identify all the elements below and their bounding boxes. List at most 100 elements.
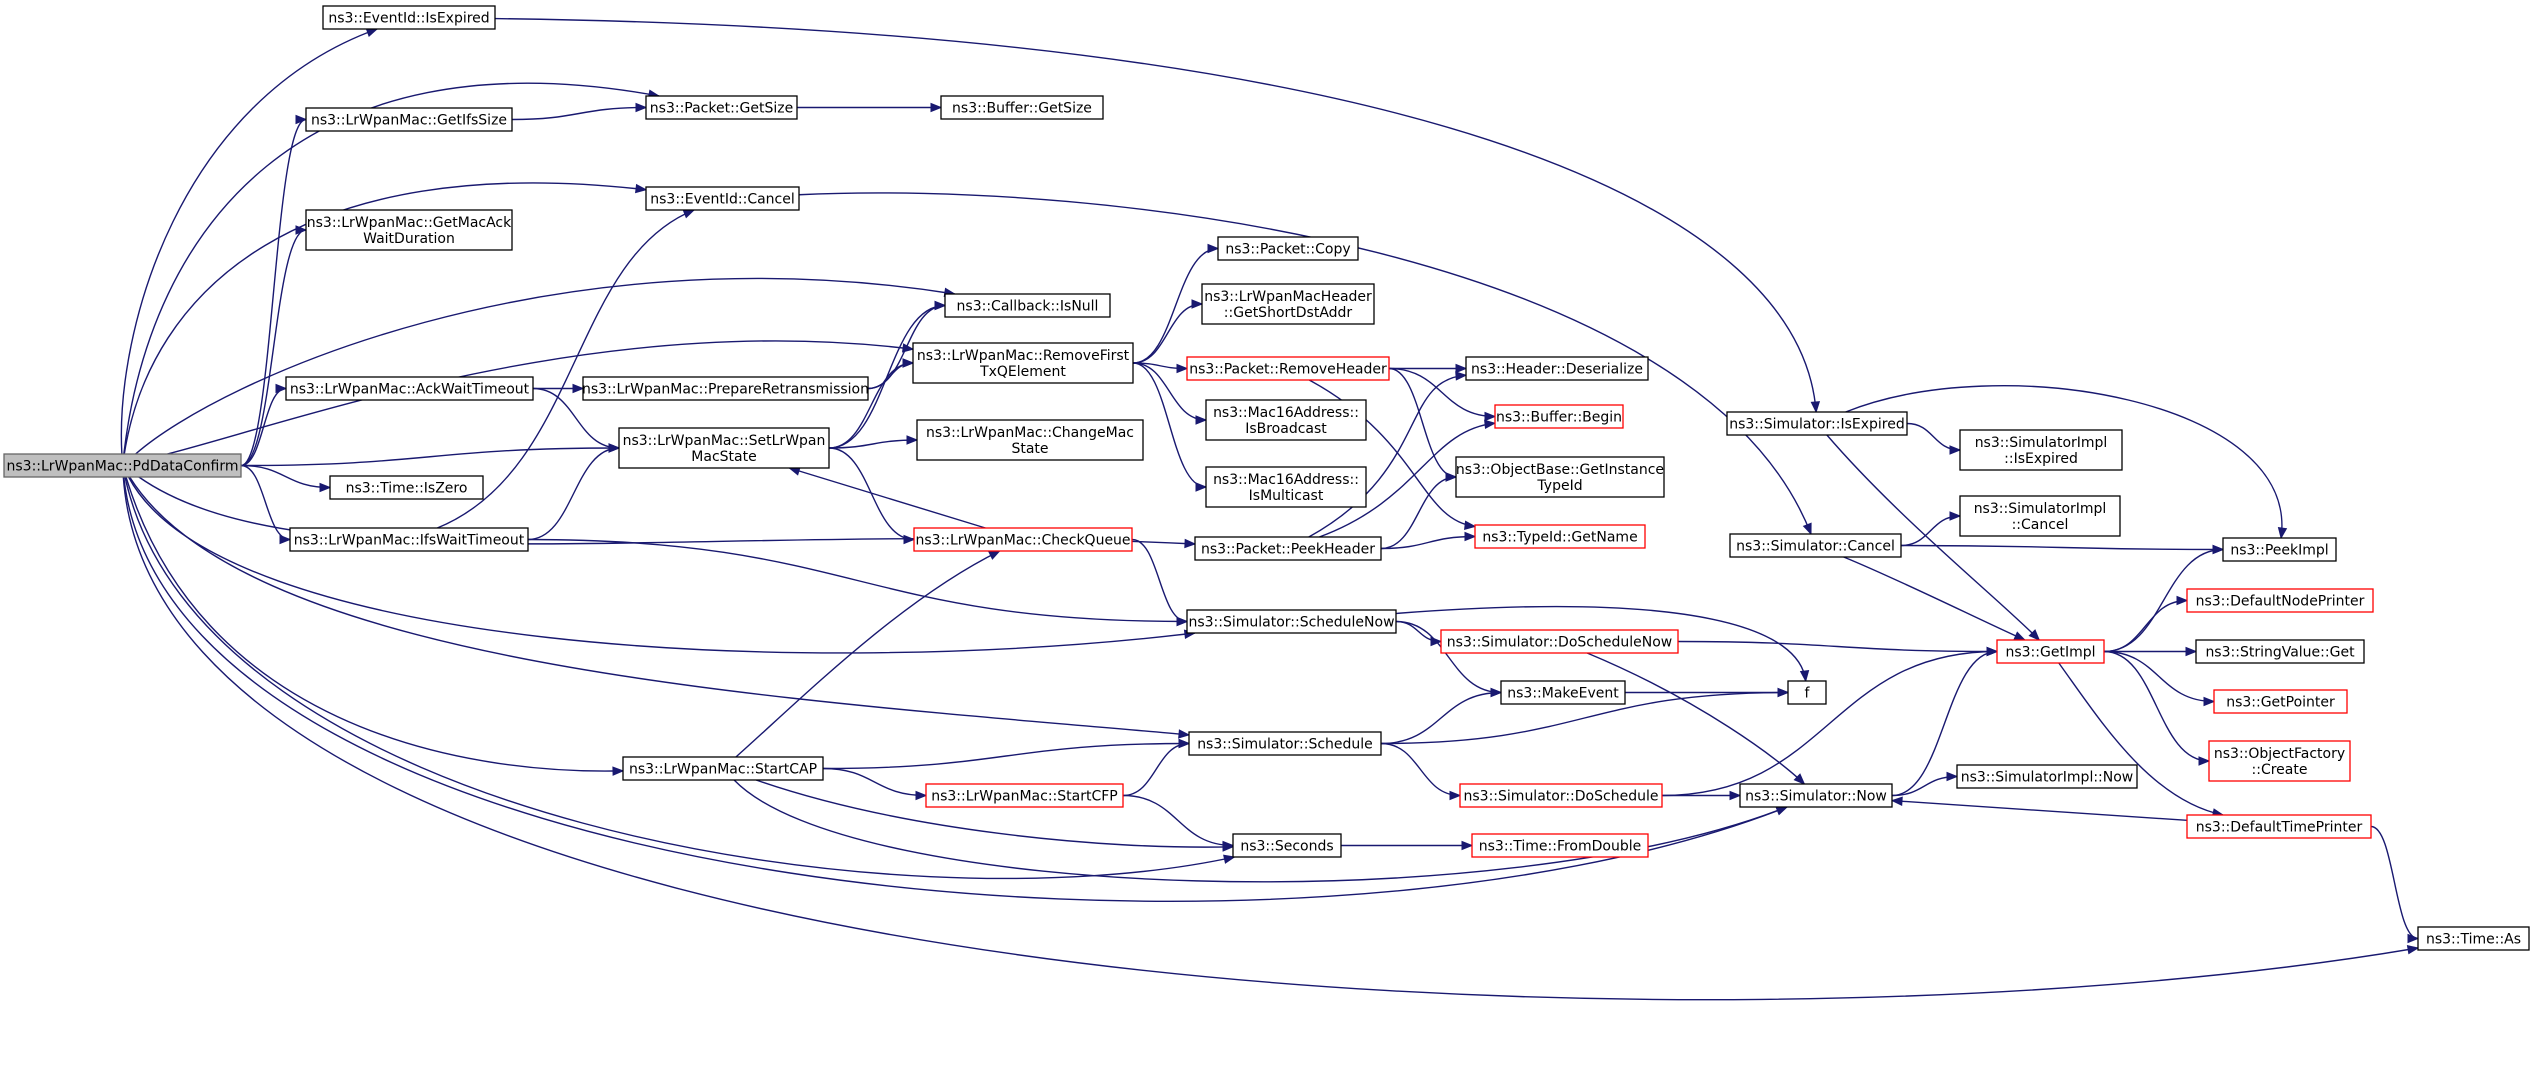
node-getpointer[interactable]: ns3::GetPointer bbox=[2213, 689, 2348, 714]
node-label: f bbox=[1805, 686, 1811, 702]
node-getsize[interactable]: ns3::Packet::GetSize bbox=[645, 95, 798, 120]
node-label: ns3::LrWpanMac::GetIfsSize bbox=[311, 113, 507, 129]
node-label: ::Cancel bbox=[2012, 517, 2069, 533]
node-box bbox=[1205, 399, 1367, 441]
node-box bbox=[1474, 524, 1646, 549]
node-prepare[interactable]: ns3::LrWpanMac::PrepareRetransmission bbox=[582, 376, 869, 401]
node-label: ns3::Simulator::DoSchedule bbox=[1464, 789, 1659, 805]
node-simcancel[interactable]: ns3::Simulator::Cancel bbox=[1729, 533, 1902, 558]
node-box bbox=[1500, 680, 1626, 705]
node-begin[interactable]: ns3::Buffer::Begin bbox=[1494, 404, 1624, 429]
edge-ifswait-to-schedulenow bbox=[527, 538, 1188, 623]
node-label: ns3::Time::As bbox=[2426, 932, 2521, 948]
node-timeas[interactable]: ns3::Time::As bbox=[2417, 926, 2530, 951]
node-peekimpl[interactable]: ns3::PeekImpl bbox=[2222, 537, 2337, 562]
node-makeevent[interactable]: ns3::MakeEvent bbox=[1500, 680, 1626, 705]
node-schedulenow[interactable]: ns3::Simulator::ScheduleNow bbox=[1186, 609, 1397, 634]
node-defaultnode[interactable]: ns3::DefaultNodePrinter bbox=[2186, 588, 2374, 613]
node-isnull[interactable]: ns3::Callback::IsNull bbox=[944, 293, 1111, 318]
node-checkqueue[interactable]: ns3::LrWpanMac::CheckQueue bbox=[913, 527, 1133, 552]
node-root[interactable]: ns3::LrWpanMac::PdDataConfirm bbox=[3, 453, 242, 478]
node-label: ns3::LrWpanMac::RemoveFirst bbox=[917, 348, 1130, 364]
node-seconds[interactable]: ns3::Seconds bbox=[1232, 833, 1342, 858]
arrowhead-root-to-timeas bbox=[2406, 945, 2420, 955]
node-now[interactable]: ns3::Simulator::Now bbox=[1739, 783, 1893, 808]
arrowhead-doschedulenow-to-now bbox=[1793, 773, 1806, 785]
node-peekheader[interactable]: ns3::Packet::PeekHeader bbox=[1194, 536, 1382, 561]
arrowhead-simisexpired-to-implisexpired bbox=[1949, 445, 1962, 455]
node-schedule[interactable]: ns3::Simulator::Schedule bbox=[1188, 731, 1382, 756]
node-f[interactable]: f bbox=[1787, 680, 1827, 705]
node-isbroadcast[interactable]: ns3::Mac16Address::IsBroadcast bbox=[1205, 399, 1367, 441]
node-box bbox=[1205, 466, 1367, 508]
edge-checkqueue-to-schedulenow bbox=[1131, 538, 1188, 623]
edge-startcfp-to-seconds bbox=[1122, 794, 1234, 847]
edge-isexpired-to-simisexpired bbox=[494, 17, 1817, 413]
node-ackwait[interactable]: ns3::LrWpanMac::AckWaitTimeout bbox=[285, 376, 534, 401]
node-label: ns3::LrWpanMac::StartCFP bbox=[931, 789, 1118, 805]
node-implnow[interactable]: ns3::SimulatorImpl::Now bbox=[1956, 764, 2138, 789]
arrowhead-seconds-to-fromdouble bbox=[1461, 840, 1474, 851]
node-doschedulenow[interactable]: ns3::Simulator::DoScheduleNow bbox=[1440, 629, 1679, 654]
node-ismulticast[interactable]: ns3::Mac16Address::IsMulticast bbox=[1205, 466, 1367, 508]
arrowhead-startcap-to-checkqueue bbox=[988, 550, 1001, 560]
node-label: ns3::Packet::Copy bbox=[1225, 242, 1350, 258]
edge-root-to-schedulenow bbox=[127, 476, 1195, 654]
node-fromdouble[interactable]: ns3::Time::FromDouble bbox=[1471, 833, 1649, 858]
edge-root-to-now bbox=[123, 476, 1788, 902]
node-evcancel[interactable]: ns3::EventId::Cancel bbox=[645, 186, 800, 211]
edge-peekheader-to-begin bbox=[1319, 422, 1496, 538]
edge-removefirst-to-ismulticast bbox=[1132, 362, 1207, 488]
node-iszero[interactable]: ns3::Time::IsZero bbox=[329, 475, 484, 500]
edge-doschedulenow-to-now bbox=[1586, 652, 1805, 785]
edge-ifswait-to-setstate bbox=[527, 447, 620, 541]
node-label: ns3::ObjectBase::GetInstance bbox=[1456, 462, 1664, 478]
node-ifswait[interactable]: ns3::LrWpanMac::IfsWaitTimeout bbox=[289, 527, 529, 552]
arrowhead-peekheader-to-begin bbox=[1484, 419, 1497, 430]
node-removeheader[interactable]: ns3::Packet::RemoveHeader bbox=[1186, 356, 1390, 381]
node-doschedule[interactable]: ns3::Simulator::DoSchedule bbox=[1459, 783, 1663, 808]
edge-root-to-getsize bbox=[123, 82, 660, 455]
node-getifssize[interactable]: ns3::LrWpanMac::GetIfsSize bbox=[305, 107, 513, 132]
node-getname[interactable]: ns3::TypeId::GetName bbox=[1474, 524, 1646, 549]
arrowhead-peekheader-to-getname bbox=[1464, 531, 1477, 542]
node-getimpl[interactable]: ns3::GetImpl bbox=[1996, 639, 2105, 664]
node-copy[interactable]: ns3::Packet::Copy bbox=[1217, 236, 1359, 261]
node-objfactory[interactable]: ns3::ObjectFactory::Create bbox=[2208, 740, 2351, 782]
arrowhead-getimpl-to-stringvalue bbox=[2185, 646, 2198, 657]
edge-layer bbox=[120, 17, 2420, 1001]
node-box bbox=[1959, 495, 2121, 537]
node-deserialize[interactable]: ns3::Header::Deserialize bbox=[1465, 356, 1649, 381]
node-box bbox=[916, 419, 1144, 461]
node-box bbox=[1232, 833, 1342, 858]
node-buffergetsize[interactable]: ns3::Buffer::GetSize bbox=[940, 95, 1104, 120]
node-box bbox=[1726, 411, 1908, 436]
arrowhead-schedule-to-f bbox=[1777, 687, 1790, 698]
node-implcancel[interactable]: ns3::SimulatorImpl::Cancel bbox=[1959, 495, 2121, 537]
arrowhead-doschedule-to-now bbox=[1729, 790, 1742, 801]
node-box bbox=[1956, 764, 2138, 789]
node-startcfp[interactable]: ns3::LrWpanMac::StartCFP bbox=[925, 783, 1124, 808]
node-label: ns3::LrWpanMac::SetLrWpan bbox=[623, 433, 826, 449]
node-box bbox=[944, 293, 1111, 318]
edge-root-to-startcap bbox=[125, 476, 624, 772]
arrowhead-simisexpired-to-getimpl bbox=[2028, 629, 2041, 641]
edge-setstate-to-changestate bbox=[828, 439, 918, 449]
edge-defaulttime-to-now bbox=[1891, 799, 2188, 822]
node-startcap[interactable]: ns3::LrWpanMac::StartCAP bbox=[622, 756, 824, 781]
node-label: ns3::DefaultTimePrinter bbox=[2196, 820, 2363, 836]
node-stringvalue[interactable]: ns3::StringValue::Get bbox=[2195, 639, 2365, 664]
node-implisexpired[interactable]: ns3::SimulatorImpl::IsExpired bbox=[1959, 429, 2123, 471]
node-getshortdst[interactable]: ns3::LrWpanMacHeader::GetShortDstAddr bbox=[1201, 283, 1375, 325]
node-label: ns3::GetPointer bbox=[2226, 695, 2335, 711]
node-isexpired[interactable]: ns3::EventId::IsExpired bbox=[322, 5, 496, 30]
node-simisexpired[interactable]: ns3::Simulator::IsExpired bbox=[1726, 411, 1908, 436]
node-defaulttime[interactable]: ns3::DefaultTimePrinter bbox=[2186, 814, 2372, 839]
node-box bbox=[1194, 536, 1382, 561]
edge-now-to-getimpl bbox=[1891, 650, 1998, 797]
